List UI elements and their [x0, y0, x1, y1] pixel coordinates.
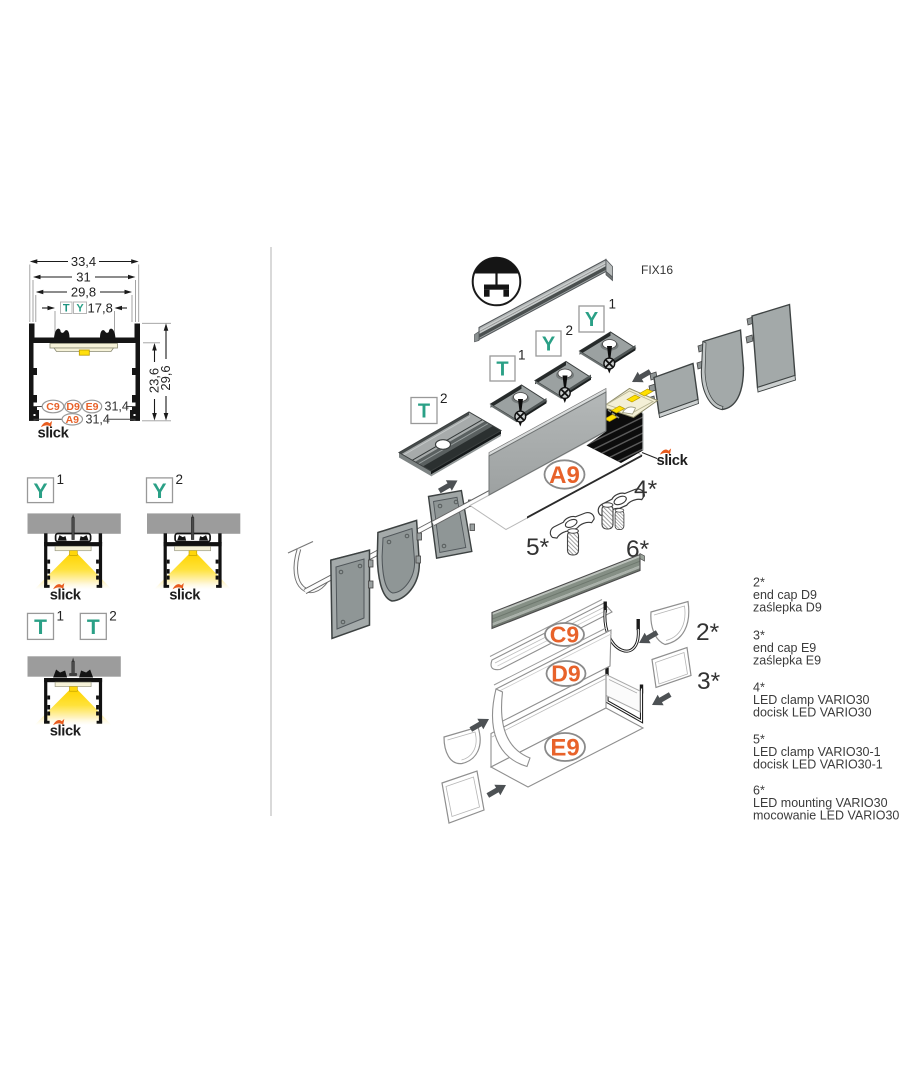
svg-text:zaślepka D9: zaślepka D9	[753, 601, 822, 615]
svg-text:5*: 5*	[526, 534, 550, 561]
svg-text:FIX16: FIX16	[641, 263, 673, 277]
svg-text:5*: 5*	[753, 733, 765, 747]
svg-text:2: 2	[566, 323, 574, 338]
svg-text:D9: D9	[551, 661, 580, 687]
svg-text:4*: 4*	[753, 681, 765, 695]
svg-text:1: 1	[57, 609, 65, 624]
svg-text:D9: D9	[66, 401, 80, 413]
svg-text:1: 1	[609, 297, 617, 312]
svg-text:31,4: 31,4	[86, 413, 110, 427]
svg-text:C9: C9	[46, 401, 60, 413]
svg-text:end cap D9: end cap D9	[753, 588, 817, 602]
svg-text:T: T	[418, 401, 430, 423]
svg-text:E9: E9	[550, 735, 579, 762]
svg-text:1: 1	[518, 348, 526, 363]
svg-text:LED clamp VARIO30: LED clamp VARIO30	[753, 693, 870, 707]
svg-text:2: 2	[176, 472, 184, 487]
svg-text:LED mounting VARIO30: LED mounting VARIO30	[753, 796, 888, 810]
svg-text:29,6: 29,6	[158, 365, 173, 390]
svg-text:6*: 6*	[753, 784, 765, 798]
svg-text:2*: 2*	[696, 619, 720, 646]
svg-text:2*: 2*	[753, 576, 765, 590]
svg-text:A9: A9	[549, 462, 580, 489]
svg-text:3*: 3*	[697, 668, 721, 695]
svg-text:C9: C9	[550, 622, 579, 648]
svg-text:31,4: 31,4	[105, 400, 129, 414]
svg-text:T: T	[496, 359, 508, 381]
svg-text:T: T	[34, 616, 47, 639]
svg-text:4*: 4*	[634, 476, 658, 503]
svg-text:Y: Y	[152, 480, 166, 503]
svg-text:2: 2	[109, 609, 117, 624]
svg-text:17,8: 17,8	[88, 300, 113, 315]
svg-text:23,6: 23,6	[147, 368, 162, 393]
svg-text:Y: Y	[542, 334, 556, 356]
svg-text:Y: Y	[585, 309, 599, 331]
svg-text:29,8: 29,8	[71, 285, 96, 300]
svg-text:3*: 3*	[753, 629, 765, 643]
svg-text:T: T	[87, 616, 100, 639]
svg-text:mocowanie LED VARIO30: mocowanie LED VARIO30	[753, 809, 899, 823]
svg-text:Y: Y	[33, 480, 47, 503]
svg-text:LED clamp VARIO30-1: LED clamp VARIO30-1	[753, 745, 881, 759]
svg-text:31: 31	[76, 270, 90, 285]
svg-text:docisk LED VARIO30: docisk LED VARIO30	[753, 706, 872, 720]
svg-text:2: 2	[440, 391, 448, 406]
svg-text:docisk LED VARIO30-1: docisk LED VARIO30-1	[753, 758, 883, 772]
svg-text:zaślepka E9: zaślepka E9	[753, 654, 821, 668]
svg-text:33,4: 33,4	[71, 254, 96, 269]
svg-text:A9: A9	[66, 414, 80, 426]
svg-text:end cap E9: end cap E9	[753, 641, 816, 655]
svg-text:E9: E9	[86, 401, 99, 413]
svg-text:Y: Y	[76, 303, 84, 315]
svg-text:T: T	[63, 303, 70, 315]
svg-text:1: 1	[57, 472, 65, 487]
